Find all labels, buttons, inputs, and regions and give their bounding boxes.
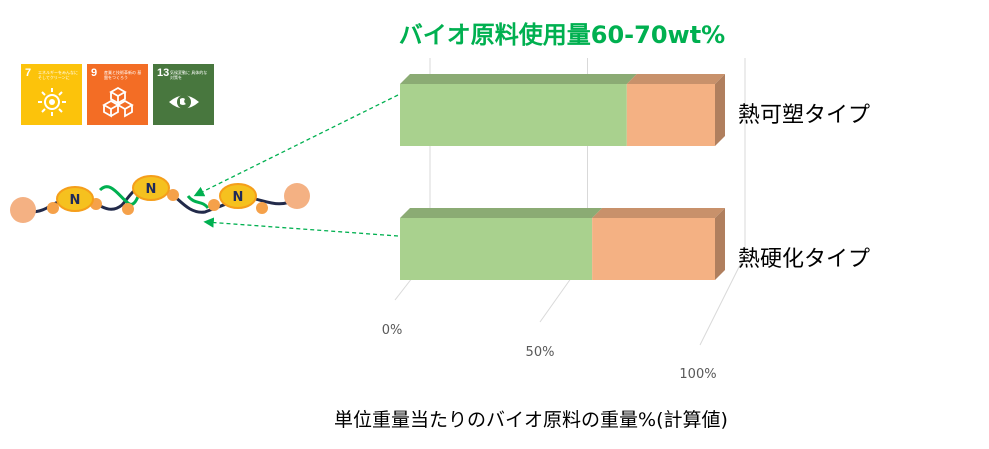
sun-icon xyxy=(38,88,66,116)
chart-title: バイオ原料使用量60-70wt% xyxy=(399,21,725,49)
pointer-arrow-thermoplastic xyxy=(193,94,399,197)
cubes-icon xyxy=(102,86,134,118)
gridline xyxy=(699,254,746,346)
molecule-n-label: N xyxy=(233,190,244,205)
sdg-text: エネルギーをみんなに そしてクリーンに xyxy=(38,70,78,80)
eye-globe-icon xyxy=(169,95,199,109)
bar-front-face xyxy=(592,218,715,280)
bar-front-face xyxy=(400,84,627,146)
molecule-illustration: N N N xyxy=(10,175,310,223)
bar-end-face xyxy=(715,208,725,280)
bar-segment xyxy=(400,74,637,146)
bar-front-face xyxy=(626,84,715,146)
x-ticks: 0% 50% 100% xyxy=(382,323,717,382)
x-axis-label: 単位重量当たりのバイオ原料の重量%(計算値) xyxy=(334,409,728,431)
sdg-7-icon: 7 エネルギーをみんなに そしてクリーンに xyxy=(21,64,82,125)
bars xyxy=(400,74,725,280)
sdg-text: 産業と技術革新の 基盤をつくろう xyxy=(104,70,142,80)
bar-top-face xyxy=(400,208,603,218)
sdg-9-icon: 9 産業と技術革新の 基盤をつくろう xyxy=(87,64,148,125)
category-label-thermoplastic: 熱可塑タイプ xyxy=(738,103,870,128)
bar-segment xyxy=(626,74,725,146)
sdg-number: 13 xyxy=(157,67,170,79)
bar-end-face xyxy=(715,74,725,146)
x-tick-label: 0% xyxy=(382,323,403,338)
sdg-text: 気候変動に 具体的な対策を xyxy=(170,70,208,80)
molecule-n-label: N xyxy=(146,182,157,197)
bar-front-face xyxy=(400,218,593,280)
sdg-number: 9 xyxy=(91,67,98,79)
bar-top-face xyxy=(626,74,725,84)
x-tick-label: 100% xyxy=(679,367,716,382)
category-label-thermoset: 熱硬化タイプ xyxy=(738,247,870,272)
pointer-arrow-thermoset xyxy=(203,217,399,237)
bar-segment xyxy=(592,208,725,280)
molecule-n-label: N xyxy=(70,193,81,208)
bar-top-face xyxy=(400,74,637,84)
bar-segment xyxy=(400,208,603,280)
sdg-number: 7 xyxy=(25,67,32,79)
x-tick-label: 50% xyxy=(526,345,555,360)
sdg-13-icon: 13 気候変動に 具体的な対策を xyxy=(153,64,214,125)
bar-top-face xyxy=(592,208,725,218)
